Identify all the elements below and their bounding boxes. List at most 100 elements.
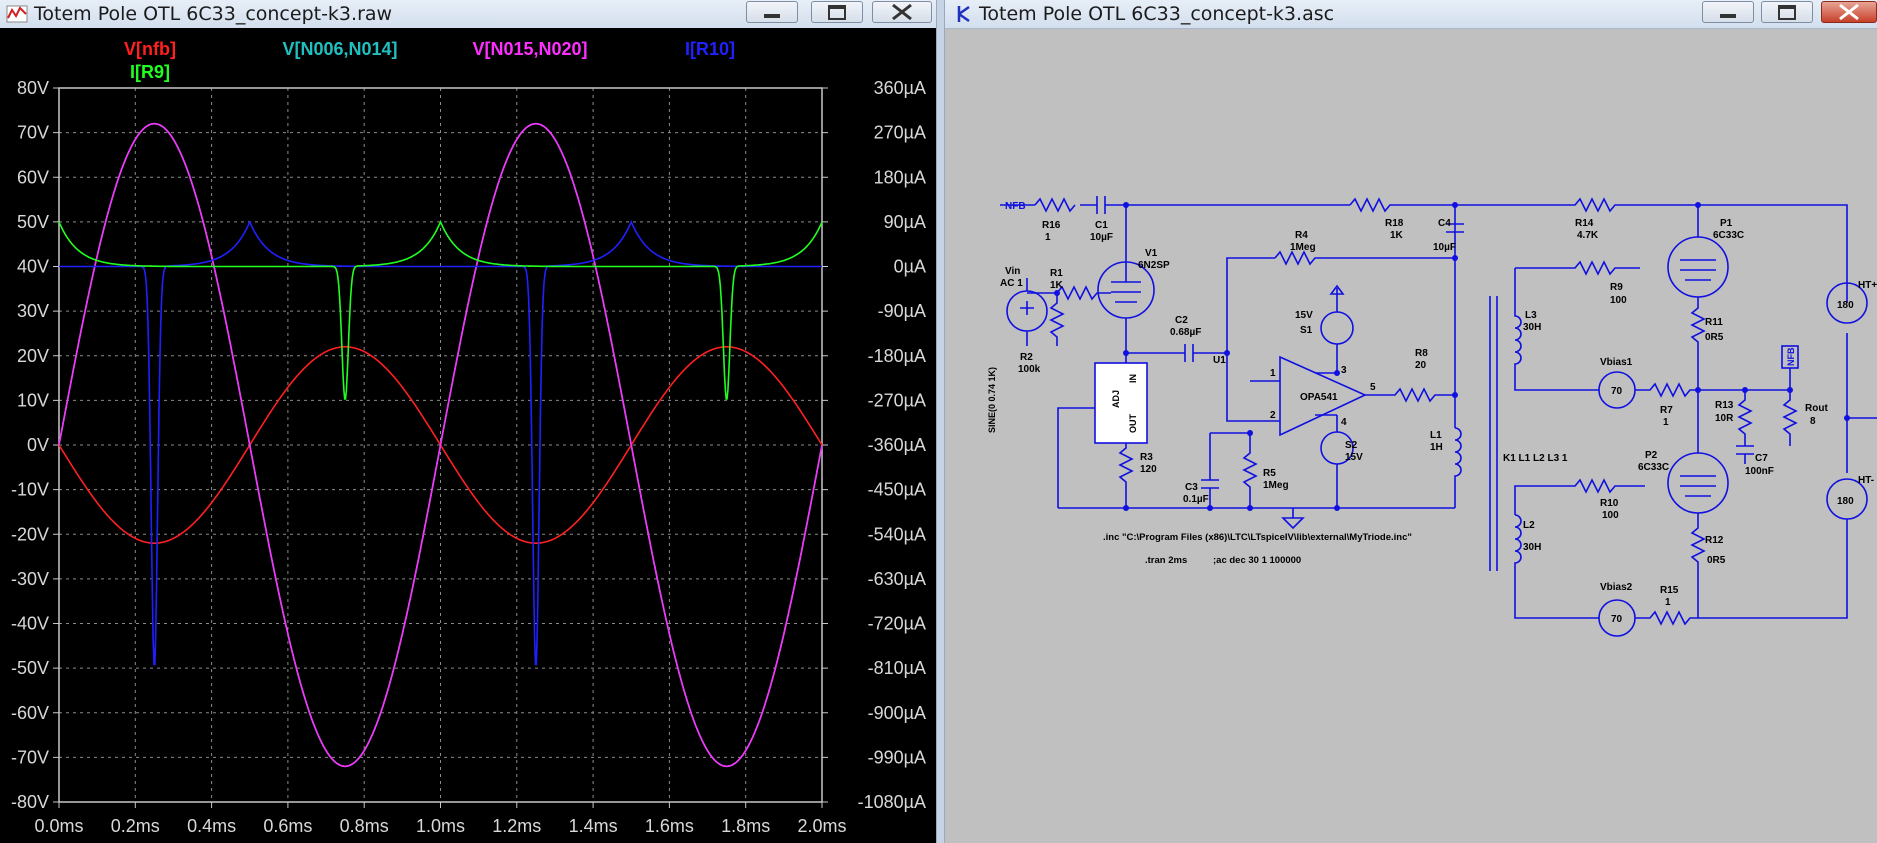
x-axis-tick-label: 0.4ms	[187, 816, 236, 836]
l3-label: L3	[1525, 310, 1537, 321]
plot-background	[0, 28, 936, 843]
left-axis-tick-label: -40V	[11, 614, 49, 634]
r11-label: R11	[1705, 317, 1723, 328]
maximize-button[interactable]	[811, 1, 863, 23]
legend-entry: I[R9]	[130, 62, 170, 82]
x-axis-tick-label: 1.6ms	[645, 816, 694, 836]
trace-i-r10-	[59, 219, 822, 666]
right-axis-tick-label: 180µA	[874, 167, 926, 187]
r2-label: R2	[1020, 352, 1033, 363]
r3-label: R3	[1140, 452, 1153, 463]
nfb-port-label: NFB	[1786, 347, 1796, 366]
trace-v-n015-n020-	[58, 122, 823, 768]
right-axis-tick-label: -270µA	[868, 390, 926, 410]
window-divider	[936, 0, 945, 843]
waveform-titlebar[interactable]: Totem Pole OTL 6C33_concept-k3.raw	[0, 0, 936, 29]
x-axis-tick-label: 1.0ms	[416, 816, 465, 836]
right-axis-tick-label: -900µA	[868, 703, 926, 723]
minimize-button[interactable]	[746, 1, 798, 23]
waveform-plot[interactable]: V[nfb]V[N006,N014]V[N015,N020]I[R10]I[R9…	[0, 28, 936, 843]
left-axis-tick-label: 50V	[17, 212, 49, 232]
p2-value: 6C33C	[1638, 462, 1669, 473]
c3-value: 0.1µF	[1183, 494, 1209, 505]
plot-ticks	[53, 87, 828, 808]
left-axis-tick-label: 60V	[17, 167, 49, 187]
ac-directive[interactable]: ;ac dec 30 1 100000	[1213, 555, 1301, 566]
left-axis-tick-label: -60V	[11, 703, 49, 723]
vin-label: Vin	[1005, 266, 1020, 277]
plot-traces	[58, 122, 823, 768]
maximize-icon	[1778, 5, 1796, 20]
vbias1-value: 70	[1611, 386, 1623, 397]
r7-label: R7	[1660, 405, 1673, 416]
v1-label: V1	[1145, 248, 1158, 259]
r16-value: 1	[1045, 232, 1051, 243]
schematic-canvas[interactable]: NFB R16 1 C1 10µF R18 1K C4 10µF R14 4.7…	[945, 28, 1877, 843]
close-icon	[892, 3, 912, 21]
r8-value: 20	[1415, 360, 1427, 371]
legend-entry: I[R10]	[685, 39, 735, 59]
r5-label: R5	[1263, 468, 1276, 479]
r18-value: 1K	[1390, 230, 1404, 241]
l1-label: L1	[1430, 430, 1442, 441]
left-axis-tick-label: -30V	[11, 569, 49, 589]
r1-label: R1	[1050, 268, 1063, 279]
r15-value: 1	[1665, 597, 1671, 608]
waveform-title: Totem Pole OTL 6C33_concept-k3.raw	[34, 3, 393, 25]
r1-value: 1K	[1050, 280, 1064, 291]
r15-label: R15	[1660, 585, 1679, 596]
tran-directive[interactable]: .tran 2ms	[1145, 555, 1187, 566]
l2-label: L2	[1523, 520, 1535, 531]
ht-plus-value: 180	[1837, 300, 1854, 311]
right-axis-tick-label: 360µA	[874, 78, 926, 98]
sine-label: SINE(0 0.74 1K)	[987, 367, 997, 433]
u1-out-pin: OUT	[1128, 414, 1138, 434]
c2-value: 0.68µF	[1170, 327, 1201, 338]
legend-entry: V[N006,N014]	[282, 39, 397, 59]
right-axis-tick-label: 270µA	[874, 123, 926, 143]
c1-value: 10µF	[1090, 232, 1113, 243]
legend-entry: V[nfb]	[124, 39, 176, 59]
r9-value: 100	[1610, 295, 1627, 306]
left-axis-tick-label: -10V	[11, 480, 49, 500]
close-button[interactable]	[1821, 1, 1877, 23]
r2-value: 100k	[1018, 364, 1041, 375]
r12-value: 0R5	[1707, 555, 1726, 566]
close-button[interactable]	[872, 1, 932, 23]
r13-value: 10R	[1715, 413, 1734, 424]
vbias2-value: 70	[1611, 614, 1623, 625]
nfb-label: NFB	[1005, 201, 1026, 212]
schematic-titlebar[interactable]: Totem Pole OTL 6C33_concept-k3.asc	[945, 0, 1877, 29]
right-axis-tick-label: -360µA	[868, 435, 926, 455]
left-axis-tick-label: 30V	[17, 301, 49, 321]
r8-label: R8	[1415, 348, 1428, 359]
x-axis-tick-label: 1.2ms	[492, 816, 541, 836]
u1-adj-pin: ADJ	[1111, 390, 1121, 408]
r12-label: R12	[1705, 535, 1724, 546]
waveform-window: Totem Pole OTL 6C33_concept-k3.raw V[nfb…	[0, 0, 936, 843]
schematic-wires	[1000, 196, 1877, 637]
opamp-label: OPA541	[1300, 392, 1338, 403]
include-directive[interactable]: .inc "C:\Program Files (x86)\LTC\LTspice…	[1103, 532, 1412, 543]
rout-value: 8	[1810, 416, 1816, 427]
r13-label: R13	[1715, 400, 1734, 411]
trace-i-r9-	[58, 219, 823, 400]
minimize-button[interactable]	[1702, 1, 1754, 23]
r10-value: 100	[1602, 510, 1619, 521]
right-axis-tick-label: -450µA	[868, 480, 926, 500]
vin-ac-label: AC 1	[1000, 278, 1023, 289]
schematic-window: Totem Pole OTL 6C33_concept-k3.asc	[945, 0, 1877, 843]
c4-label: C4	[1438, 218, 1451, 229]
x-axis-tick-label: 2.0ms	[797, 816, 846, 836]
opamp-pin1: 1	[1270, 368, 1276, 379]
s1-voltage: 15V	[1295, 310, 1313, 321]
x-axis-tick-label: 1.8ms	[721, 816, 770, 836]
right-axis-tick-label: 0µA	[894, 257, 926, 277]
left-axis-tick-label: -70V	[11, 747, 49, 767]
left-axis-tick-label: 0V	[27, 435, 49, 455]
p1-value: 6C33C	[1713, 230, 1744, 241]
maximize-button[interactable]	[1761, 1, 1813, 23]
right-axis-tick-label: -180µA	[868, 346, 926, 366]
r3-value: 120	[1140, 464, 1157, 475]
